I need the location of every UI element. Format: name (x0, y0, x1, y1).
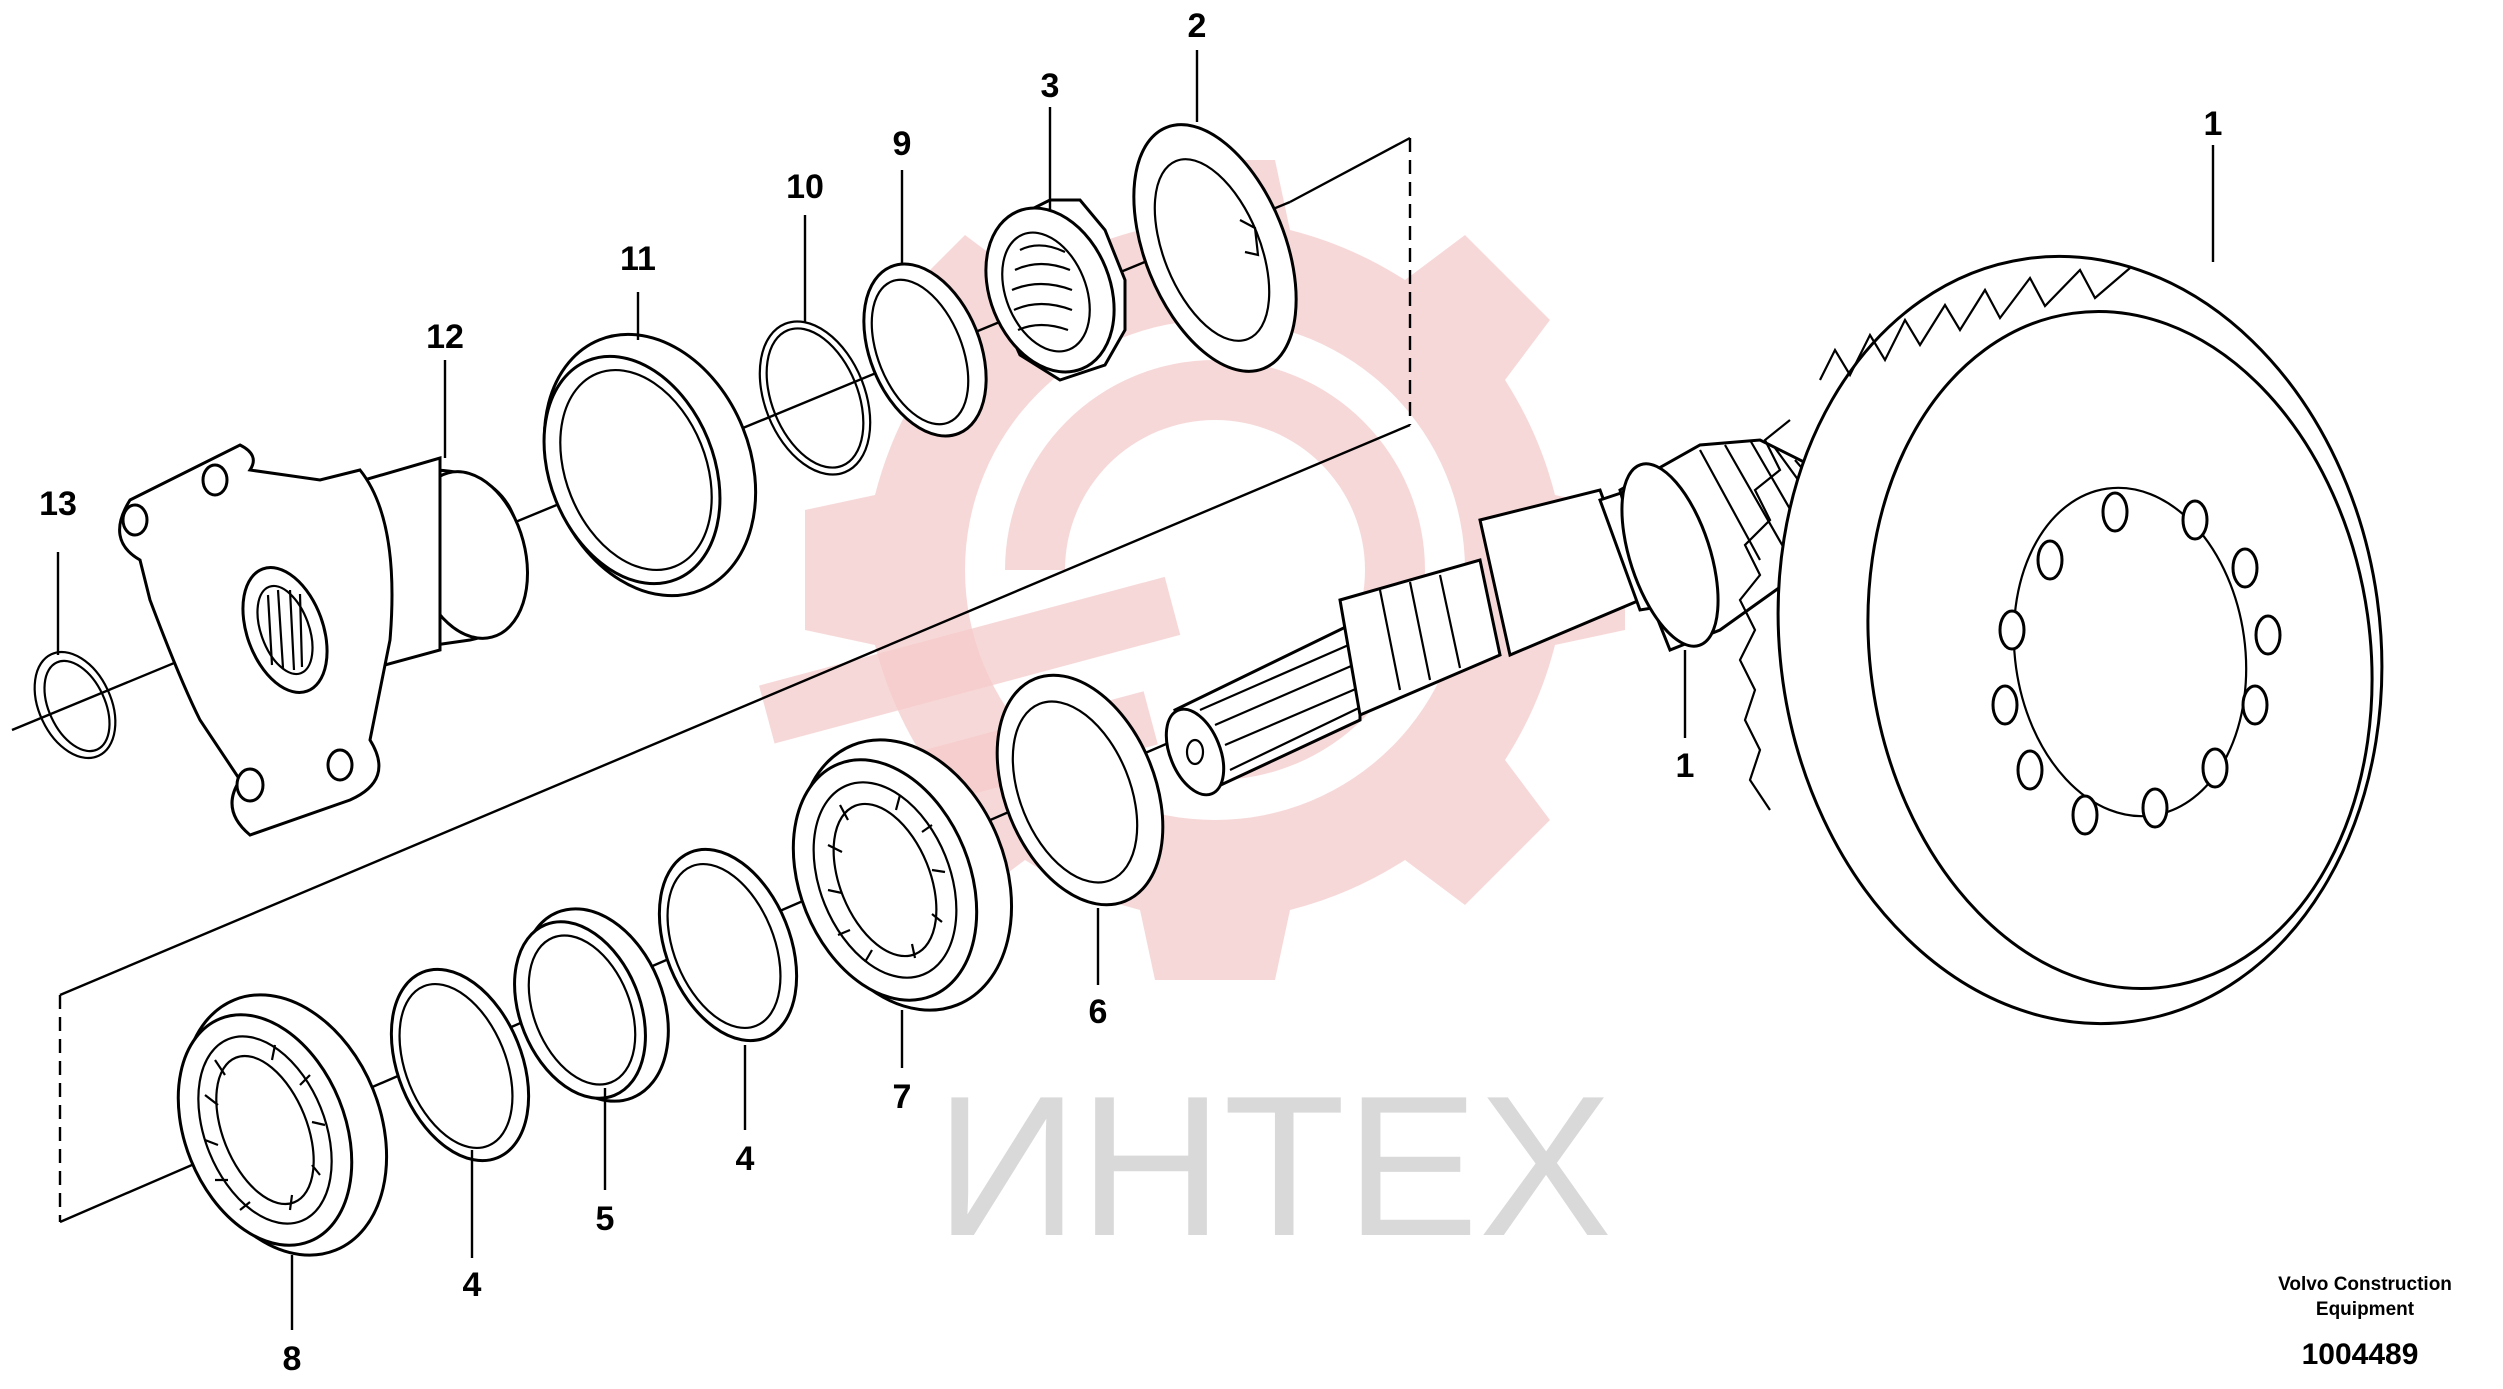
thrust-washer[interactable] (966, 651, 1195, 930)
crown-wheel[interactable] (1729, 217, 2430, 1063)
watermark-text: ИНТЕХ (935, 1055, 1612, 1278)
footer: Volvo Construction Equipment 1004489 (2278, 1274, 2452, 1371)
snap-ring[interactable] (19, 639, 132, 771)
shim-b[interactable] (633, 829, 823, 1061)
credit-line-2: Equipment (2316, 1299, 2415, 1320)
spacer-sleeve[interactable] (490, 887, 696, 1123)
companion-flange[interactable] (118, 443, 546, 837)
document-number: 1004489 (2302, 1338, 2419, 1371)
callout-labels: 13 12 11 10 9 3 2 1 1 6 7 4 5 4 8 (39, 7, 2222, 1378)
o-ring[interactable] (739, 305, 892, 491)
callout-4-b: 4 (736, 1140, 755, 1178)
callout-11: 11 (620, 240, 656, 278)
lock-washer[interactable] (1101, 101, 1328, 395)
shim-ring[interactable] (840, 246, 1009, 454)
callout-7: 7 (893, 1078, 912, 1116)
callout-10: 10 (786, 168, 824, 206)
callout-9: 9 (893, 125, 912, 163)
shim-a[interactable] (365, 949, 555, 1181)
callout-5: 5 (596, 1200, 615, 1238)
oil-seal[interactable] (507, 302, 794, 627)
callout-13: 13 (39, 485, 77, 523)
callout-2: 2 (1188, 7, 1207, 45)
gear-pinion-shaft[interactable] (1155, 438, 1832, 803)
callout-1-crown: 1 (2204, 105, 2223, 143)
credit-line-1: Volvo Construction (2278, 1274, 2452, 1295)
callout-6: 6 (1089, 993, 1108, 1031)
callout-1-pinion: 1 (1676, 747, 1695, 785)
callout-12: 12 (426, 318, 464, 356)
inner-bearing[interactable] (759, 708, 1050, 1043)
callout-8: 8 (283, 1340, 302, 1378)
callout-3: 3 (1041, 67, 1060, 105)
callout-4-a: 4 (463, 1266, 482, 1304)
slotted-nut[interactable] (963, 189, 1138, 392)
outer-bearing[interactable] (146, 964, 424, 1286)
leader-lines (56, 50, 2215, 1330)
